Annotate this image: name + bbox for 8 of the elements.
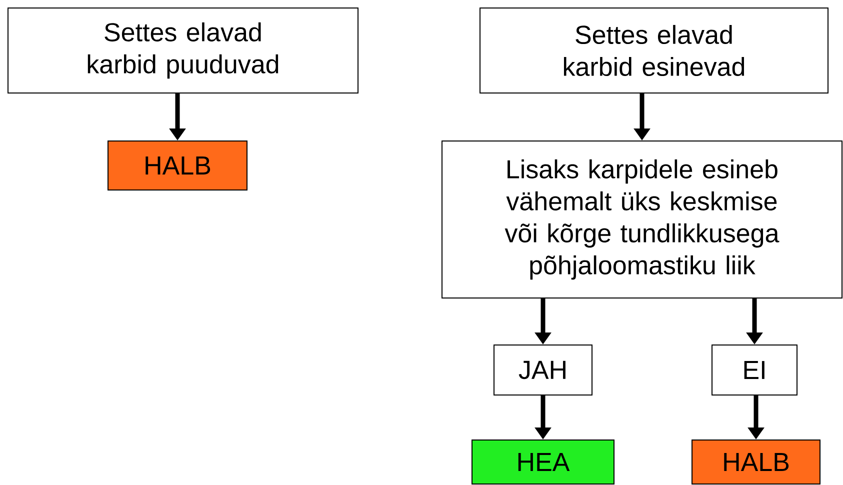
result-box: HALB	[692, 440, 820, 484]
answer-box: EI	[712, 344, 798, 396]
statement-box: Settes elavad karbid esinevad	[480, 8, 828, 94]
answer-box: JAH	[494, 344, 592, 396]
condition-box: Lisaks karpidele esineb vähemalt üks keskmise või kõrge tundlikkusega põhjaloomastiku liik	[442, 140, 842, 298]
result-box: HEA	[472, 440, 614, 484]
statement-box: Settes elavad karbid puuduvad	[8, 8, 358, 94]
result-box: HALB	[108, 140, 248, 190]
